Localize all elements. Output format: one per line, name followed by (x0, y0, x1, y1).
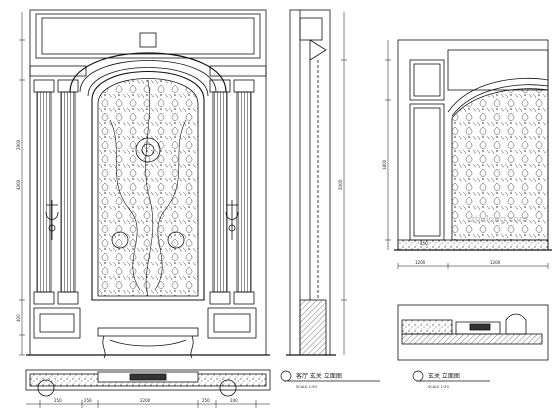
header-panel-inner (41, 17, 255, 55)
caption-marker (280, 370, 292, 382)
right-elevation (394, 39, 552, 251)
panel-door-upper (409, 59, 445, 101)
watermark: zhulong.com (470, 215, 528, 225)
section-view (286, 9, 336, 356)
cornice-right (209, 65, 267, 77)
console-table (97, 327, 199, 359)
dim-right-height: 1800 (382, 159, 387, 170)
caption-right-scale: SCALE 1:50 (428, 385, 449, 389)
column-capital (57, 79, 79, 93)
dim-bottom-4: 250 (202, 398, 210, 403)
door-arch (69, 52, 227, 93)
dim-left-2: 2900 (16, 139, 21, 150)
cornice-left (29, 65, 87, 77)
dim-right-3: 450 (420, 241, 428, 246)
arch-keystone (139, 32, 157, 48)
column-capital (33, 79, 55, 93)
wall-sconce-right (225, 200, 239, 240)
left-dimension-chain (19, 12, 25, 356)
door-arch-inner (79, 60, 217, 93)
header-panel (35, 13, 261, 59)
dim-door-height: 2000 (338, 179, 343, 190)
wall-sconce-left (45, 200, 59, 240)
dim-left-3: 400 (16, 314, 21, 322)
right-dimension-chain (385, 40, 549, 269)
panel-door-lower (409, 103, 445, 241)
dim-bottom-2: 256 (84, 398, 92, 403)
column-shaft (212, 91, 228, 293)
front-elevation (26, 9, 270, 359)
caption-front-scale: SCALE 1:50 (296, 385, 317, 389)
caption-marker (412, 370, 424, 382)
caption-right-elevation: 玄关 立面图 (428, 372, 460, 380)
dim-bottom-1: 250 (54, 398, 62, 403)
column-capital (233, 79, 255, 93)
detail-section (397, 304, 549, 361)
section-dimension-chain (341, 12, 347, 355)
dim-right-2: 1200 (490, 260, 501, 265)
caption-front-elevation: 客厅 玄关 立面图 (296, 372, 342, 380)
right-columns (209, 79, 255, 305)
bottom-plan (25, 369, 271, 408)
column-shaft (60, 91, 76, 293)
dim-left-1: 4300 (16, 179, 21, 190)
left-columns (33, 79, 79, 305)
dado-left (33, 307, 81, 339)
wallpaper-panel (451, 88, 549, 241)
dim-bottom-5: 240 (230, 398, 238, 403)
decorative-glass-door (91, 70, 205, 301)
column-shaft (236, 91, 252, 293)
dim-bottom-3: 2200 (140, 398, 151, 403)
dado-right (207, 307, 257, 339)
column-shaft (36, 91, 52, 293)
dim-right-1: 1200 (415, 260, 426, 265)
